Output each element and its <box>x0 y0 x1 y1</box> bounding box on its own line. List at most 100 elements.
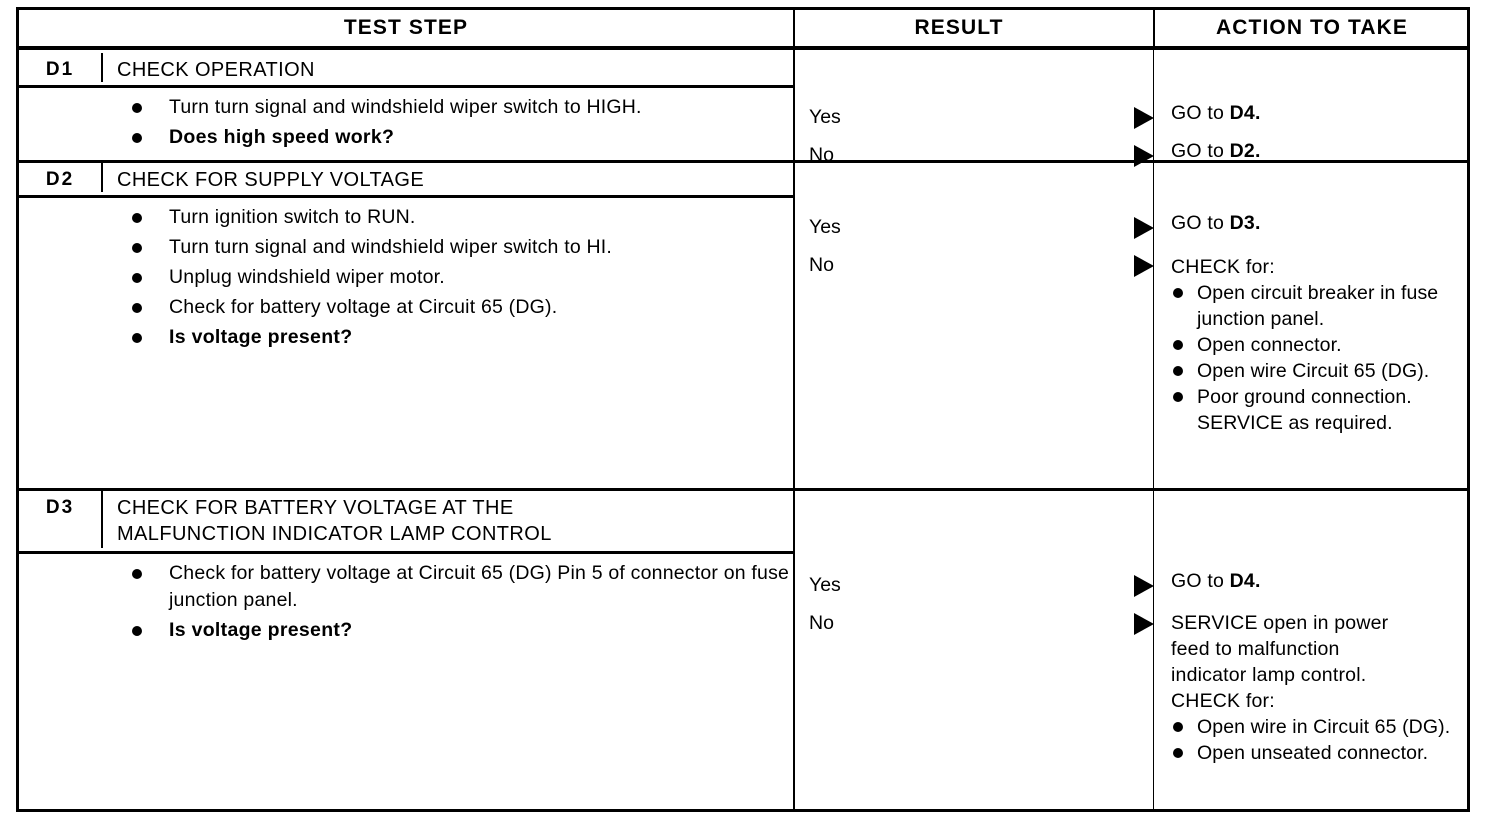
action-target: D4. <box>1229 570 1261 592</box>
action-block-no: CHECK for: Open circuit breaker in fuse … <box>1171 254 1459 436</box>
result-label: Yes <box>809 216 841 238</box>
bullet-icon <box>1173 340 1183 350</box>
step-item: Turn turn signal and windshield wiper sw… <box>19 94 793 121</box>
action-text: GO to D2. <box>1171 138 1459 164</box>
action-block-no: GO to D2. <box>1171 138 1459 164</box>
step-item: Turn turn signal and windshield wiper sw… <box>19 234 793 261</box>
test-section-d3: D3 CHECK FOR BATTERY VOLTAGE AT THE MALF… <box>19 488 1467 809</box>
action-bullet-text: Poor ground connection. SERVICE as requi… <box>1197 386 1412 434</box>
action-bullet-item: Open wire Circuit 65 (DG). <box>1171 358 1459 384</box>
column-header-action-to-take: ACTION TO TAKE <box>1153 10 1469 46</box>
action-target: D3. <box>1229 212 1261 234</box>
action-bullet-item: Open wire in Circuit 65 (DG). <box>1171 714 1459 740</box>
bullet-icon <box>132 103 142 113</box>
triangle-right-icon <box>1134 255 1154 277</box>
result-label: Yes <box>809 574 841 596</box>
step-item: Is voltage present? <box>19 324 793 351</box>
table-header-row: TEST STEP RESULT ACTION TO TAKE <box>19 10 1467 50</box>
action-text: feed to malfunction <box>1171 638 1340 660</box>
step-item: Is voltage present? <box>19 617 793 644</box>
column-divider-result <box>793 50 795 809</box>
bullet-icon <box>1173 366 1183 376</box>
triangle-right-icon <box>1134 107 1154 129</box>
result-row-no: No <box>809 604 1154 642</box>
result-row-yes: Yes <box>809 208 1154 246</box>
step-text: Unplug windshield wiper motor. <box>169 266 445 288</box>
triangle-right-icon <box>1134 575 1154 597</box>
column-header-result: RESULT <box>793 10 1123 46</box>
triangle-right-icon <box>1134 613 1154 635</box>
section-title-line-1: CHECK FOR BATTERY VOLTAGE AT THE <box>117 497 514 519</box>
action-prefix: GO to <box>1171 140 1230 162</box>
step-text: Is voltage present? <box>169 326 353 348</box>
action-bullet-text: Open wire Circuit 65 (DG). <box>1197 360 1430 382</box>
step-text: Check for battery voltage at Circuit 65 … <box>169 562 790 611</box>
step-item: Unplug windshield wiper motor. <box>19 264 793 291</box>
action-text: GO to D4. <box>1171 100 1459 126</box>
section-title-d2: CHECK FOR SUPPLY VOLTAGE <box>117 169 425 191</box>
action-text: indicator lamp control. <box>1171 664 1367 686</box>
result-list-d3: Yes No <box>809 566 1154 642</box>
result-row-no: No <box>809 246 1154 284</box>
step-id-d1: D1 <box>45 59 75 80</box>
column-header-arrow <box>1123 10 1153 46</box>
title-divider <box>101 163 103 192</box>
section-title-line-2: MALFUNCTION INDICATOR LAMP CONTROL <box>117 523 552 545</box>
step-item: Turn ignition switch to RUN. <box>19 204 793 231</box>
action-bullet-item: Open unseated connector. <box>1171 740 1459 766</box>
test-section-d2: D2 CHECK FOR SUPPLY VOLTAGE Turn ignitio… <box>19 160 1467 488</box>
action-bullet-item: Open circuit breaker in fuse junction pa… <box>1171 280 1459 332</box>
action-bullet-text: Open connector. <box>1197 334 1342 356</box>
step-text: Is voltage present? <box>169 619 353 641</box>
step-text: Turn turn signal and windshield wiper sw… <box>169 236 613 258</box>
bullet-icon <box>132 133 142 143</box>
bullet-icon <box>1173 748 1183 758</box>
bullet-icon <box>1173 392 1183 402</box>
action-list-d1: GO to D4. GO to D2. <box>1171 100 1459 176</box>
action-bullet-text: Open circuit breaker in fuse junction pa… <box>1197 282 1439 330</box>
action-bullet-item: Open connector. <box>1171 332 1459 358</box>
step-item: Check for battery voltage at Circuit 65 … <box>19 560 793 614</box>
bullet-icon <box>132 213 142 223</box>
result-list-d2: Yes No <box>809 208 1154 284</box>
bullet-icon <box>132 243 142 253</box>
diagnostic-table: TEST STEP RESULT ACTION TO TAKE D1 CHECK… <box>16 7 1470 812</box>
step-id-d3: D3 <box>45 497 75 518</box>
action-bullet-text: Open wire in Circuit 65 (DG). <box>1197 716 1451 738</box>
step-text: Check for battery voltage at Circuit 65 … <box>169 296 558 318</box>
result-row-yes: Yes <box>809 566 1154 604</box>
step-text: Turn ignition switch to RUN. <box>169 206 416 228</box>
column-divider-action <box>1153 50 1154 809</box>
action-prefix: GO to <box>1171 212 1230 234</box>
bullet-icon <box>1173 288 1183 298</box>
section-title-d3: CHECK FOR BATTERY VOLTAGE AT THE MALFUNC… <box>117 488 787 547</box>
step-list-d1: Turn turn signal and windshield wiper sw… <box>19 94 793 154</box>
title-divider <box>101 53 103 82</box>
section-title-d1: CHECK OPERATION <box>117 59 315 81</box>
bullet-icon <box>1173 722 1183 732</box>
step-list-d3: Check for battery voltage at Circuit 65 … <box>19 560 793 647</box>
action-list-d3: GO to D4. SERVICE open in power feed to … <box>1171 568 1459 778</box>
bullet-icon <box>132 569 142 579</box>
bullet-icon <box>132 303 142 313</box>
result-row-yes: Yes <box>809 98 1154 136</box>
action-prefix: GO to <box>1171 570 1230 592</box>
result-label: Yes <box>809 106 841 128</box>
action-text: GO to D3. <box>1171 210 1459 236</box>
step-text: Does high speed work? <box>169 126 395 148</box>
action-block-yes: GO to D4. <box>1171 100 1459 126</box>
action-text: CHECK for: <box>1171 256 1275 278</box>
step-item: Does high speed work? <box>19 124 793 151</box>
bullet-icon <box>132 626 142 636</box>
action-bullet-text: Open unseated connector. <box>1197 742 1429 764</box>
action-block-yes: GO to D4. <box>1171 568 1459 594</box>
action-bullet-item: Poor ground connection. SERVICE as requi… <box>1171 384 1459 436</box>
result-label: No <box>809 612 834 634</box>
action-target: D4. <box>1229 102 1261 124</box>
bullet-icon <box>132 333 142 343</box>
section-separator <box>19 160 1467 163</box>
section-title-row-d1: D1 CHECK OPERATION <box>19 50 793 88</box>
action-list-d2: GO to D3. CHECK for: Open circuit breake… <box>1171 210 1459 448</box>
action-block-no: SERVICE open in power feed to malfunctio… <box>1171 610 1459 766</box>
